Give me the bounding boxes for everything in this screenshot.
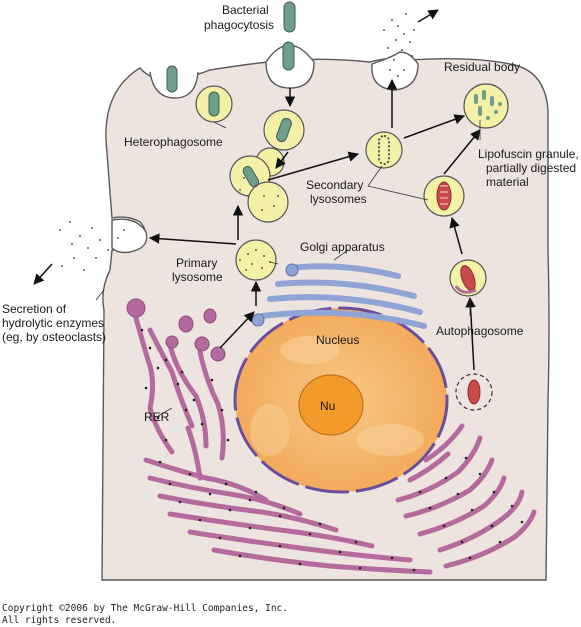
golgi-vesicle — [251, 313, 265, 327]
pathway-arrows — [33, 9, 481, 371]
primary-lysosome — [235, 239, 277, 281]
bacterium-icon — [282, 41, 295, 71]
copyright-line: All rights reserved. — [2, 615, 116, 626]
lipofuscin-granules — [474, 90, 502, 120]
nucleus-texture — [250, 404, 290, 456]
fusing-lysosome — [247, 181, 289, 223]
bacterium-icon — [283, 1, 296, 33]
nuclear-envelope — [233, 306, 449, 494]
exocytosis-pore-left — [111, 218, 148, 254]
primary-lysosome-label: Primary lysosome — [172, 256, 223, 284]
released-enzymes-left — [59, 221, 125, 271]
er-cisternae — [126, 298, 226, 362]
bacterial-phagocytosis-label: Bacterial phagocytosis — [204, 3, 274, 32]
secretion-label: Secretion of hydrolytic enzymes (eg, by … — [2, 302, 107, 344]
ribosomes — [140, 328, 524, 572]
nucleus-texture — [356, 424, 424, 456]
autophagosome-label: Autophagosome — [436, 324, 524, 338]
lysosome-enzymes — [239, 177, 279, 271]
residual-body — [463, 83, 509, 129]
golgi-vesicle — [285, 263, 299, 277]
residual-body-label: Residual body — [444, 60, 520, 74]
nucleus-texture — [280, 336, 340, 364]
golgi-apparatus — [259, 263, 427, 329]
bacterium-icon — [276, 117, 292, 143]
lipofuscin-label: Lipofuscin granule, partially digested m… — [478, 147, 581, 189]
secondary-lysosome — [365, 131, 403, 169]
heterophagosome-label: Heterophagosome — [124, 135, 223, 149]
copyright-line: Copyright ©2006 by The McGraw-Hill Compa… — [2, 603, 288, 614]
secondary-lysosomes-label: Secondary lysosomes — [306, 178, 367, 206]
exocytosis-pore-top — [371, 51, 419, 91]
bacterium-icon — [208, 91, 220, 117]
digested-bacterium — [378, 135, 390, 165]
rer-label: RER — [144, 410, 170, 424]
mitochondrion-cristae — [440, 185, 448, 205]
mitochondrion — [467, 379, 481, 405]
released-enzymes-top — [383, 13, 415, 77]
er-fragment — [454, 285, 477, 294]
nucleus-label: Nucleus — [316, 333, 359, 347]
rough-endoplasmic-reticulum — [133, 315, 537, 575]
nucleolus — [298, 374, 364, 436]
bacterium-icon — [166, 65, 178, 93]
mitochondrion — [436, 181, 452, 211]
leader-lines — [95, 120, 481, 417]
golgi-apparatus-label: Golgi apparatus — [300, 240, 385, 254]
nucleolus-label: Nu — [320, 399, 335, 413]
